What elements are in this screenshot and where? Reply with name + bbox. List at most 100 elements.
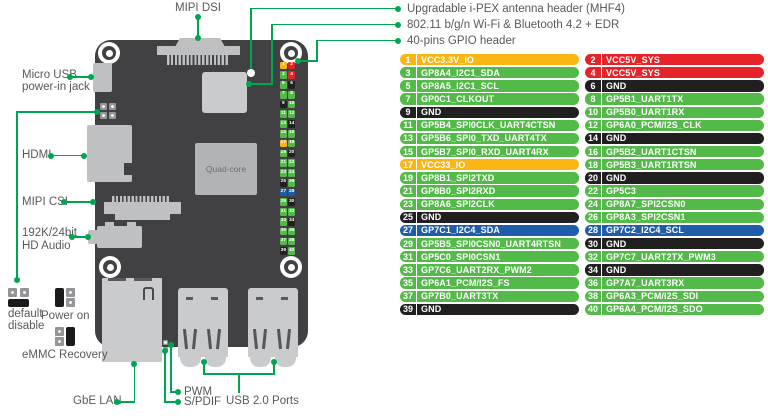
callout-line: [170, 391, 178, 393]
pin-number: 30: [585, 237, 602, 250]
callout-dot: [175, 389, 181, 395]
jumper-cap: [55, 288, 64, 307]
callout-line: [250, 7, 252, 70]
gpio-strip-pin-26: 26: [287, 178, 296, 187]
callout-line: [250, 7, 398, 10]
pin-number: 16: [585, 145, 602, 158]
callout-line: [133, 364, 136, 402]
pin-number: 39: [400, 303, 417, 315]
pin-label: GND: [421, 304, 442, 315]
lan-clip: [143, 287, 154, 300]
callout-dot: [88, 74, 94, 80]
callout-dot: [85, 234, 91, 240]
pin-label: GP7C1_I2C4_SDA: [421, 225, 500, 236]
mipi-dsi-connector: [175, 38, 225, 47]
gpio-strip-pin-25: 25: [279, 178, 288, 187]
pin-label: GP7A7_UART3RX: [606, 278, 685, 289]
callout-spdif-label: S/PDIF: [184, 396, 222, 408]
gpio-table-cell-pin-16: 16 GP5B2_UART1CTSN: [585, 145, 764, 158]
callout-line: [70, 76, 91, 78]
callout-audio-label2: HD Audio: [22, 240, 71, 252]
mounting-hole: [99, 256, 121, 278]
gpio-strip-pin-6: 6: [287, 81, 296, 89]
pin-number: 31: [400, 251, 417, 263]
gpio-strip-pin-22: 22: [287, 159, 296, 167]
pin-label: GP5B6_SPI0_TXD_UART4TX: [421, 133, 547, 144]
callout-line: [117, 401, 135, 403]
callout-micro-usb-label: Micro USB: [22, 69, 77, 81]
gpio-strip-pin-40: 40: [287, 247, 296, 255]
pin-number: 25: [400, 211, 417, 223]
pin-number: 19: [400, 172, 417, 184]
pin-label: GP6A0_PCM/I2S_CLK: [606, 120, 702, 131]
callout-audio-label: 192K/24bit: [22, 227, 77, 239]
gpio-strip-pin-27: 27: [279, 188, 288, 197]
pin-number: 22: [585, 185, 602, 197]
pin-label: GP8A7_SPI2CSN0: [606, 199, 686, 210]
gpio-strip-pin-32: 32: [287, 208, 296, 216]
pin-label: GND: [606, 238, 627, 249]
pin-label: GP5B2_UART1CTSN: [606, 146, 697, 157]
gpio-table-cell-pin-36: 36 GP7A7_UART3RX: [585, 277, 764, 289]
jumper-legend-pin: [55, 327, 64, 336]
usb-tab: [186, 297, 193, 300]
gpio-table-cell-pin-12: 12 GP6A0_PCM/I2S_CLK: [585, 119, 764, 131]
lan-tab: [108, 278, 126, 281]
callout-line: [203, 362, 205, 375]
gpio-strip-pin-15: 15: [279, 129, 288, 138]
default-disable-label: default: [8, 308, 43, 320]
pin-number: 36: [585, 277, 602, 289]
gpio-strip-pin-4: 4: [287, 71, 296, 79]
callout-dot: [81, 152, 87, 159]
pin-number: 7: [400, 93, 417, 105]
callout-dot: [162, 348, 168, 354]
callout-dot: [168, 342, 174, 348]
gpio-strip-pin-8: 8: [287, 90, 296, 99]
gpio-strip-pin-35: 35: [279, 227, 288, 236]
callout-dot: [175, 399, 181, 405]
pin-label: GP5B7_SPI0_RXD_UART4RX: [421, 146, 549, 157]
gpio-strip-pin-17: 17: [279, 139, 288, 148]
pin-number: 27: [400, 224, 417, 237]
pin-label: GP5B0_UART1RX: [606, 107, 685, 118]
jumper-cap: [8, 299, 29, 307]
callout-antenna-label: Upgradable i-PEX antenna header (MHF4): [407, 2, 625, 15]
gpio-strip-pin-21: 21: [279, 159, 288, 167]
callout-hdmi-label: HDMI: [22, 149, 52, 161]
callout-dot: [395, 21, 401, 28]
callout-line: [170, 345, 172, 392]
pin-label: VCC33_IO: [421, 159, 466, 170]
callout-line: [271, 23, 398, 26]
pin-label: GP7B0_UART3TX: [421, 291, 499, 302]
pin-number: 14: [585, 132, 602, 145]
pin-number: 12: [585, 119, 602, 131]
callout-line: [238, 373, 240, 394]
pin-label: VCC5V_SYS: [606, 67, 660, 78]
pin-label: GP5B5_SPI0CSN0_UART4RTSN: [421, 238, 561, 249]
callout-line: [164, 401, 178, 403]
callout-line: [249, 83, 272, 85]
callout-line: [72, 236, 87, 238]
mipi-csi-connector: [104, 202, 181, 214]
pin-label: GP6A1_PCM/I2S_FS: [421, 278, 510, 289]
pin-number: 1: [400, 54, 417, 66]
jumper-legend-pin: [20, 288, 29, 297]
